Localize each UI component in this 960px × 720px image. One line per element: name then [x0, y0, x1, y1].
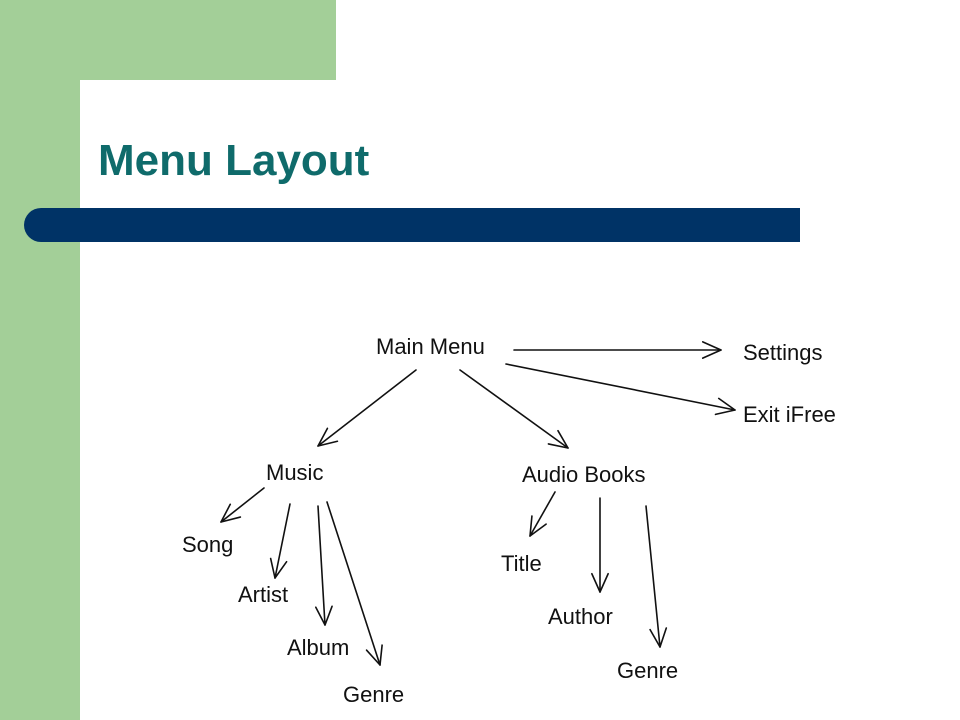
content-panel [80, 80, 960, 720]
arrow-music-to-music-genre-line [326, 501, 381, 666]
arrow-main-menu-to-music-arrowhead [317, 427, 339, 447]
arrow-main-menu-to-music-line [317, 369, 417, 447]
arrow-music-to-music-album-arrowhead [314, 605, 333, 626]
node-author: Author [548, 604, 613, 629]
node-audio-books: Audio Books [522, 462, 646, 487]
arrow-music-to-music-genre-arrowhead [365, 644, 383, 666]
node-music: Music [266, 460, 323, 485]
arrow-audio-books-to-books-author-arrowhead [591, 572, 609, 593]
arrow-main-menu-to-audio-books-arrowhead [547, 429, 569, 449]
arrow-main-menu-to-settings-arrowhead [701, 341, 722, 359]
arrow-main-menu-to-exit-ifree-arrowhead [714, 397, 736, 416]
arrow-music-to-music-album-line [317, 505, 326, 626]
node-exit-ifree: Exit iFree [743, 402, 836, 427]
node-settings: Settings [743, 340, 823, 365]
node-title: Title [501, 551, 542, 576]
node-music-genre: Genre [343, 682, 404, 707]
arrow-audio-books-to-books-title-arrowhead [529, 515, 547, 537]
arrow-audio-books-to-books-genre-line [645, 505, 661, 648]
arrow-audio-books-to-books-title-line [529, 491, 556, 537]
arrow-music-to-music-song-line [220, 487, 265, 523]
arrow-music-to-music-artist-arrowhead [269, 557, 288, 579]
arrow-main-menu-to-audio-books-line [459, 369, 569, 449]
diagram-nodes: Main Menu Settings Exit iFree Music Audi… [182, 334, 836, 707]
arrow-music-to-music-artist-line [274, 503, 291, 579]
node-books-genre: Genre [617, 658, 678, 683]
slide-title: Menu Layout [98, 136, 370, 185]
node-main-menu: Main Menu [376, 334, 485, 359]
arrow-music-to-music-song-arrowhead [220, 503, 242, 523]
arrow-audio-books-to-books-genre-arrowhead [649, 627, 668, 648]
diagram-edges [220, 341, 736, 666]
title-underline-bar [24, 208, 800, 242]
green-accent-side [0, 0, 80, 720]
node-song: Song [182, 532, 233, 557]
node-album: Album [287, 635, 349, 660]
node-artist: Artist [238, 582, 288, 607]
arrow-main-menu-to-exit-ifree-line [505, 363, 736, 411]
